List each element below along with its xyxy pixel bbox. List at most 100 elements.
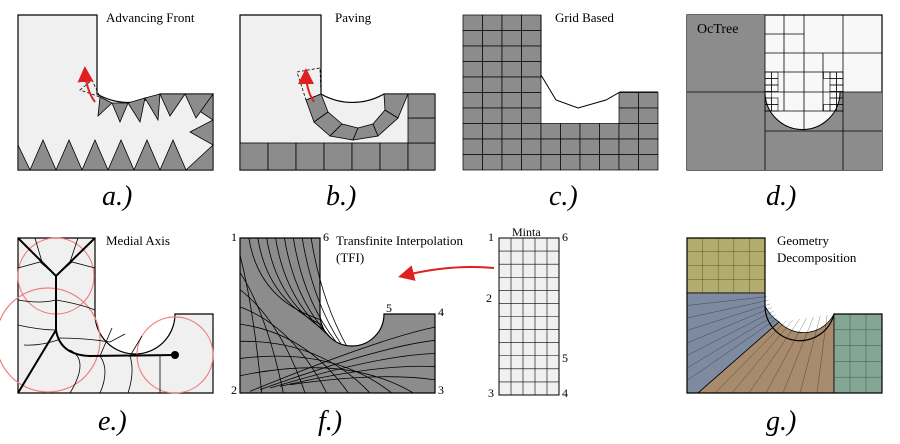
grid-cell bbox=[501, 154, 522, 171]
grid-cell bbox=[482, 14, 503, 31]
panel-e-title: Medial Axis bbox=[106, 233, 170, 248]
panel-g-mesh-lines bbox=[686, 238, 882, 394]
grid-cell bbox=[521, 123, 542, 140]
panel-f-tfi-grid bbox=[239, 237, 436, 394]
minta-corner-1: 1 bbox=[488, 230, 494, 244]
tfi-line bbox=[275, 237, 328, 335]
tfi-corner-2: 2 bbox=[231, 383, 237, 397]
minta-corner-2: 2 bbox=[486, 291, 492, 305]
panel-f: 1 6 5 4 2 3 Transfinite Interpolation (T… bbox=[231, 230, 463, 437]
tfi-line bbox=[310, 237, 347, 346]
grid-cell bbox=[501, 107, 522, 124]
grid-cell bbox=[638, 107, 659, 124]
tfi-line bbox=[289, 376, 436, 386]
grid-cell bbox=[462, 138, 483, 155]
grid-cell bbox=[501, 76, 522, 93]
tfi-line bbox=[259, 339, 436, 391]
panel-e-caption: e.) bbox=[98, 406, 127, 437]
minta-grid bbox=[498, 237, 560, 396]
decomp-mesh-line bbox=[686, 307, 773, 344]
tfi-line bbox=[239, 323, 349, 394]
grid-cell bbox=[462, 154, 483, 171]
grid-cell bbox=[462, 30, 483, 47]
panel-f-title-line2: (TFI) bbox=[336, 250, 364, 265]
grid-cell bbox=[462, 107, 483, 124]
tfi-line bbox=[239, 355, 392, 394]
panel-a-advance-arrow bbox=[77, 66, 96, 103]
grid-cell bbox=[462, 14, 483, 31]
panel-b-caption: b.) bbox=[326, 181, 356, 212]
grid-cell bbox=[482, 45, 503, 62]
grid-cell bbox=[521, 14, 542, 31]
grid-cell bbox=[638, 154, 659, 171]
tfi-corner-6: 6 bbox=[323, 230, 329, 244]
minta-corner-5: 5 bbox=[562, 351, 568, 365]
tfi-corner-3: 3 bbox=[438, 383, 444, 397]
panel-b-title: Paving bbox=[335, 10, 372, 25]
grid-cell bbox=[482, 30, 503, 47]
tfi-line bbox=[301, 237, 342, 345]
tfi-corner-4: 4 bbox=[438, 305, 444, 319]
decomp-mesh-line bbox=[731, 319, 793, 394]
grid-cell bbox=[521, 30, 542, 47]
panel-d-title: OcTree bbox=[697, 22, 738, 37]
panel-c-grid bbox=[462, 14, 659, 171]
grid-cell bbox=[501, 61, 522, 78]
tfi-corner-5: 5 bbox=[386, 301, 392, 315]
grid-cell bbox=[482, 61, 503, 78]
minta-to-tfi-arrow bbox=[398, 265, 495, 281]
tfi-line bbox=[239, 306, 328, 394]
grid-cell bbox=[462, 61, 483, 78]
refined-cell bbox=[771, 104, 779, 112]
grid-cell bbox=[599, 123, 620, 140]
grid-cell bbox=[521, 61, 542, 78]
tfi-line bbox=[239, 367, 414, 394]
decomp-mesh-line bbox=[686, 303, 771, 331]
grid-cell bbox=[521, 45, 542, 62]
minta-template: Minta 1 6 2 5 3 4 bbox=[486, 225, 568, 400]
grid-cell bbox=[482, 92, 503, 109]
panel-g-title-line1: Geometry bbox=[777, 233, 829, 248]
grid-cell bbox=[501, 92, 522, 109]
panel-f-title-line1: Transfinite Interpolation bbox=[336, 233, 463, 248]
grid-cell bbox=[462, 123, 483, 140]
panel-c-caption: c.) bbox=[549, 181, 578, 212]
grid-cell bbox=[482, 76, 503, 93]
panel-e-axis-endpoint bbox=[171, 351, 179, 359]
panel-a-boundary-triangles bbox=[17, 93, 214, 171]
decomp-mesh-line bbox=[686, 314, 776, 369]
decomp-mesh-line bbox=[686, 296, 767, 306]
decomp-mesh-line bbox=[686, 300, 769, 319]
decomp-mesh-line bbox=[765, 317, 807, 394]
grid-cell bbox=[560, 154, 581, 171]
panel-b-boundary-row bbox=[239, 93, 436, 171]
grid-cell bbox=[501, 45, 522, 62]
panel-b: Paving b.) bbox=[239, 10, 436, 212]
grid-cell bbox=[501, 30, 522, 47]
grid-cell bbox=[638, 123, 659, 140]
grid-cell bbox=[638, 92, 659, 109]
panel-g-title-line2: Decomposition bbox=[777, 250, 857, 265]
panel-b-advance-arrow bbox=[298, 68, 315, 103]
panel-g: Geometry Decomposition g.) bbox=[686, 233, 883, 437]
tfi-line bbox=[239, 255, 263, 394]
decomp-mesh-line bbox=[686, 310, 774, 356]
panel-a: Advancing Front a.) bbox=[17, 10, 214, 212]
panel-a-title: Advancing Front bbox=[106, 10, 195, 25]
grid-cell bbox=[599, 154, 620, 171]
grid-cell bbox=[521, 138, 542, 155]
grid-cell bbox=[579, 138, 600, 155]
decomp-mesh-line bbox=[748, 318, 800, 394]
panel-a-caption: a.) bbox=[102, 181, 132, 212]
grid-cell bbox=[482, 154, 503, 171]
panel-b-paved-layer bbox=[305, 93, 409, 141]
grid-cell bbox=[618, 138, 639, 155]
minta-corner-4: 4 bbox=[562, 386, 568, 400]
minta-title: Minta bbox=[512, 225, 541, 239]
grid-cell bbox=[521, 92, 542, 109]
panel-e-domain bbox=[17, 237, 214, 394]
tfi-line bbox=[239, 289, 306, 394]
tfi-line bbox=[269, 353, 436, 389]
grid-cell bbox=[482, 107, 503, 124]
